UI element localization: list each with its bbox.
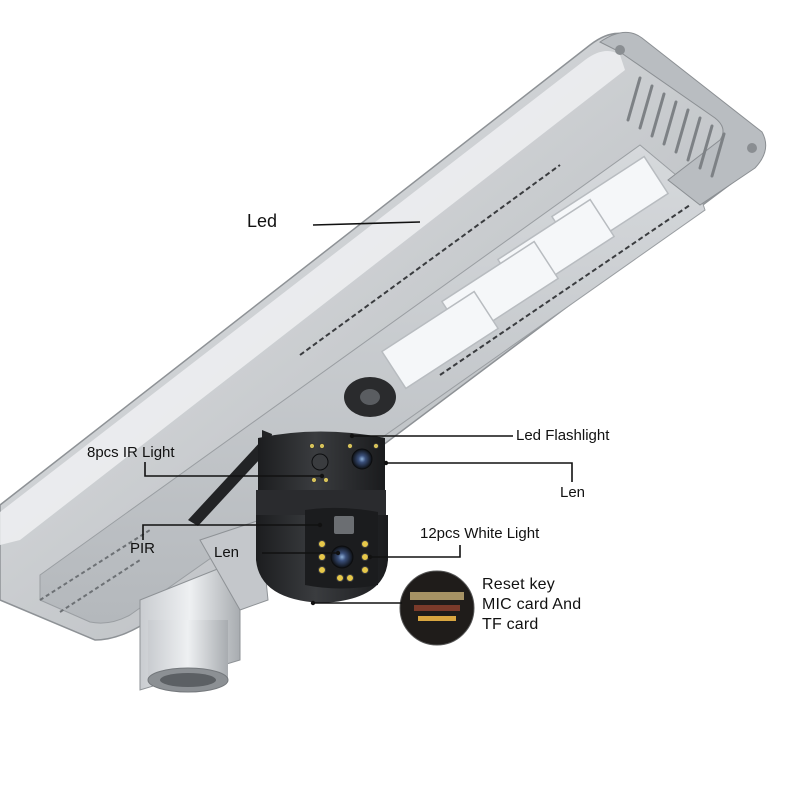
label-len-top: Len <box>560 484 586 501</box>
ptz-camera <box>188 430 388 603</box>
light-sensor <box>344 377 396 417</box>
led-panel <box>380 290 500 390</box>
label-led-flashlight: Led Flashlight <box>516 427 610 444</box>
label-mic-card: MIC card And <box>482 596 582 613</box>
mounting-pole <box>139 519 269 693</box>
label-len-bottom: Len <box>214 544 240 561</box>
leader-lines <box>142 221 573 604</box>
card-slot-inset <box>399 570 475 646</box>
label-pir: PIR <box>130 540 156 557</box>
label-ir-light: 8pcs IR Light <box>87 444 175 461</box>
label-tf-card: TF card <box>482 616 539 633</box>
vent-fins <box>626 76 726 178</box>
label-white-light: 12pcs White Light <box>420 525 540 542</box>
label-reset-key: Reset key <box>482 576 555 593</box>
led-panels <box>380 155 670 390</box>
label-led: Led <box>247 211 278 231</box>
